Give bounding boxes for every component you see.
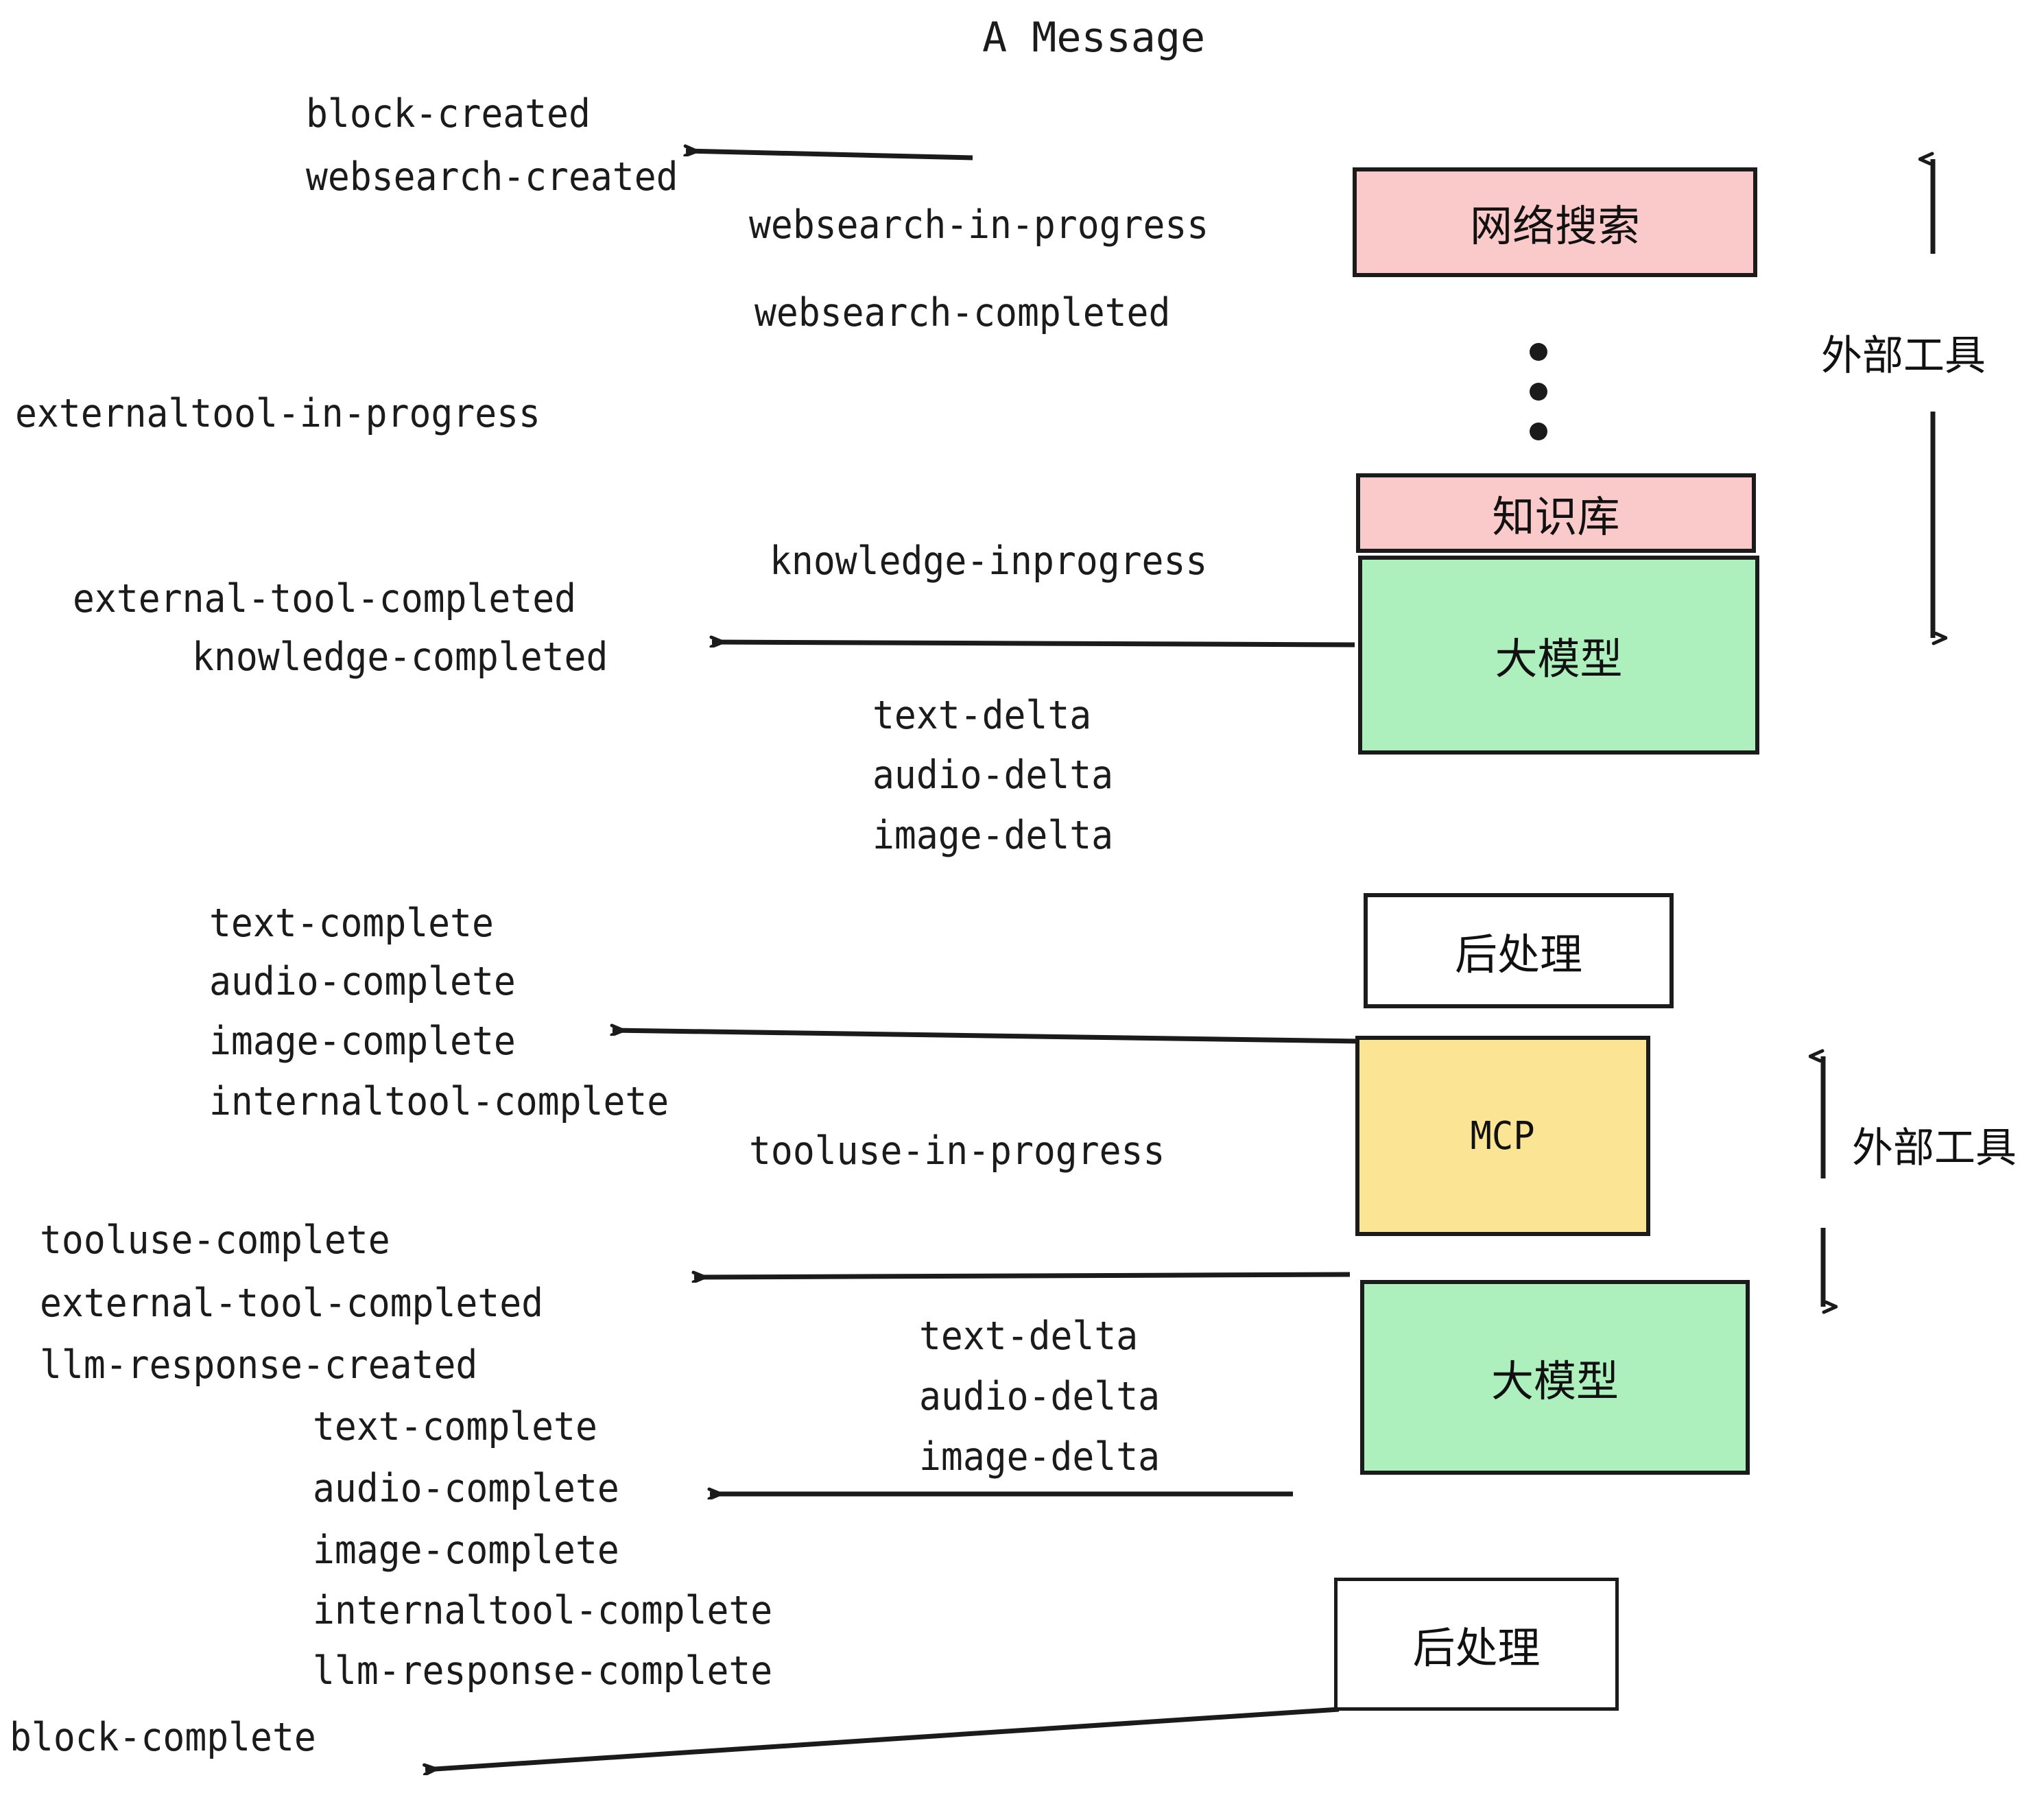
dot-2 [1530, 383, 1547, 401]
node-llm-bottom[interactable]: 大模型 [1360, 1280, 1750, 1475]
node-postprocess-top[interactable]: 后处理 [1364, 893, 1674, 1008]
node-websearch-label: 网络搜索 [1469, 201, 1640, 251]
arrow-block-complete [425, 1707, 1340, 1770]
event-llm-response-complete: llm-response-complete [313, 1648, 773, 1694]
arrow-image-complete [613, 1030, 1360, 1044]
event-text-complete-2: text-complete [313, 1404, 597, 1449]
arrow-websearch-created [686, 151, 973, 161]
event-text-delta-2: text-delta [919, 1314, 1139, 1359]
event-external-tool-completed-1: external-tool-completed [73, 576, 577, 621]
node-llm-top[interactable]: 大模型 [1358, 556, 1759, 755]
page-title: A Message [982, 14, 1206, 62]
event-audio-delta-1: audio-delta [872, 752, 1114, 798]
event-image-complete-2: image-complete [313, 1528, 619, 1573]
event-externaltool-in-progress: externaltool-in-progress [15, 391, 540, 436]
dot-1 [1530, 343, 1547, 361]
event-block-created: block-created [306, 91, 591, 137]
annotation-external-tools-top-label: 外部工具 [1821, 332, 1986, 380]
event-knowledge-completed: knowledge-completed [192, 634, 608, 680]
node-knowledgebase-label: 知识库 [1492, 492, 1620, 542]
event-text-complete-1: text-complete [209, 901, 494, 946]
event-audio-complete-2: audio-complete [313, 1466, 619, 1511]
annotation-external-tools-bottom-label: 外部工具 [1852, 1124, 2017, 1172]
arrow-knowledge-completed [712, 642, 1355, 645]
node-postprocess-bottom-label: 后处理 [1412, 1623, 1541, 1673]
dot-3 [1530, 423, 1547, 440]
event-tooluse-complete: tooluse-complete [40, 1218, 390, 1263]
event-internaltool-complete-2: internaltool-complete [313, 1588, 773, 1633]
node-websearch[interactable]: 网络搜索 [1353, 167, 1757, 277]
node-llm-bottom-label: 大模型 [1490, 1356, 1619, 1406]
event-knowledge-inprogress: knowledge-inprogress [770, 538, 1208, 584]
node-mcp-label: MCP [1470, 1113, 1536, 1159]
node-mcp[interactable]: MCP [1355, 1036, 1650, 1236]
event-audio-complete-1: audio-complete [209, 959, 516, 1004]
event-image-delta-1: image-delta [872, 813, 1114, 858]
node-postprocess-top-label: 后处理 [1454, 929, 1582, 980]
node-knowledgebase[interactable]: 知识库 [1356, 473, 1756, 553]
event-external-tool-completed-2: external-tool-completed [40, 1281, 544, 1326]
event-audio-delta-2: audio-delta [919, 1374, 1161, 1419]
ellipsis-dots [1530, 343, 1557, 453]
annotation-external-tools-top: 外部工具 [1821, 322, 1986, 382]
event-text-delta-1: text-delta [872, 693, 1092, 738]
event-image-delta-2: image-delta [919, 1434, 1161, 1480]
event-websearch-in-progress: websearch-in-progress [749, 202, 1209, 248]
event-internaltool-complete-1: internaltool-complete [209, 1079, 669, 1124]
event-websearch-completed: websearch-completed [754, 290, 1171, 335]
annotation-external-tools-bottom: 外部工具 [1852, 1115, 2017, 1174]
event-llm-response-created: llm-response-created [40, 1342, 478, 1388]
event-websearch-created: websearch-created [306, 154, 678, 200]
event-block-complete: block-complete [10, 1715, 316, 1760]
node-postprocess-bottom[interactable]: 后处理 [1334, 1578, 1619, 1711]
event-image-complete-1: image-complete [209, 1019, 516, 1064]
arrow-tooluse-complete [694, 1274, 1351, 1277]
event-tooluse-in-progress: tooluse-in-progress [749, 1128, 1165, 1174]
node-llm-top-label: 大模型 [1495, 634, 1623, 684]
